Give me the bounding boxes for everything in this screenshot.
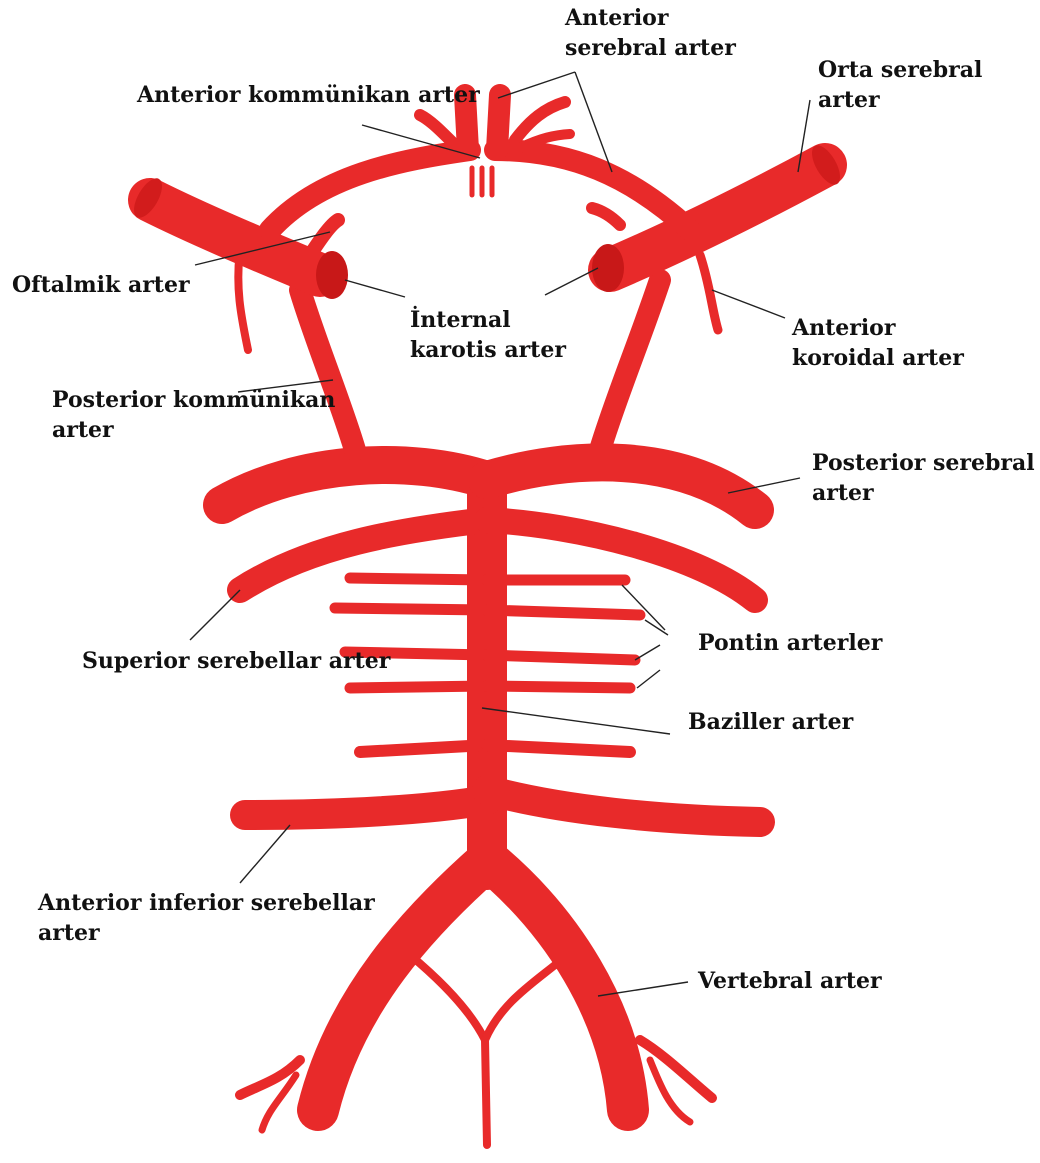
aica-left xyxy=(245,800,487,815)
pontine-artery xyxy=(350,578,487,580)
anterior-cerebral-right xyxy=(495,150,690,230)
label-pontin-text: Pontin arterler xyxy=(698,628,882,658)
superior-cerebellar-right xyxy=(487,520,755,600)
posterior-communicating-right xyxy=(600,280,660,450)
label-orta-serebral-line2: arter xyxy=(818,85,982,115)
label-anterior-kommunikan-text: Anterior kommünikan arter xyxy=(137,80,480,110)
label-superior-serebellar-arter: Superior serebellar arter xyxy=(82,646,390,676)
label-anterior-serebral-line2: serebral arter xyxy=(565,33,736,63)
label-anterior-serebral-line1: Anterior xyxy=(565,3,736,33)
label-posterior-serebral-line2: arter xyxy=(812,478,1035,508)
ophthalmic-branch-left xyxy=(310,220,338,255)
leader-aica xyxy=(240,825,290,883)
label-posterior-kommunikan-line2: arter xyxy=(52,415,335,445)
leader-baziller xyxy=(482,708,670,734)
leader-superior-serebellar xyxy=(190,590,240,640)
label-vertebral-text: Vertebral arter xyxy=(698,966,882,996)
posterior-cerebral-left xyxy=(222,465,487,505)
label-baziller-arter: Baziller arter xyxy=(688,707,853,737)
leader-pontin-1 xyxy=(622,585,665,630)
label-oftalmik-text: Oftalmik arter xyxy=(12,270,190,300)
aica-right xyxy=(487,790,760,822)
label-superior-serebellar-text: Superior serebellar arter xyxy=(82,646,390,676)
label-internal-karotis-line1: İnternal xyxy=(410,305,566,335)
label-oftalmik-arter: Oftalmik arter xyxy=(12,270,190,300)
pontine-artery xyxy=(335,608,487,610)
label-orta-serebral-line1: Orta serebral xyxy=(818,55,982,85)
aca-stem-right xyxy=(497,95,500,150)
leader-internal-karotis-right xyxy=(545,268,598,295)
leader-anterior-koroidal xyxy=(712,290,785,318)
anterior-spinal-left xyxy=(410,955,485,1040)
leader-pontin-4 xyxy=(637,670,660,688)
label-anterior-inferior-serebellar-arter: Anterior inferior serebellar arter xyxy=(38,888,375,948)
pontine-artery xyxy=(487,686,630,688)
label-vertebral-arter: Vertebral arter xyxy=(698,966,882,996)
pontine-artery xyxy=(487,610,640,615)
leader-anterior-serebral xyxy=(498,72,575,98)
anterior-choroidal-right-2 xyxy=(592,208,620,225)
label-internal-karotis-line2: karotis arter xyxy=(410,335,566,365)
label-pontin-arterler: Pontin arterler xyxy=(698,628,882,658)
posterior-cerebral-right xyxy=(487,462,755,510)
label-posterior-kommunikan-line1: Posterior kommünikan xyxy=(52,385,335,415)
aca-branch-left xyxy=(420,115,455,145)
label-aica-line1: Anterior inferior serebellar xyxy=(38,888,375,918)
pontine-artery xyxy=(360,745,487,752)
label-baziller-text: Baziller arter xyxy=(688,707,853,737)
label-internal-karotis-arter: İnternal karotis arter xyxy=(410,305,566,365)
pontine-artery xyxy=(487,655,635,660)
label-posterior-kommunikan-arter: Posterior kommünikan arter xyxy=(52,385,335,445)
leader-internal-karotis-left xyxy=(345,280,405,297)
label-posterior-serebral-line1: Posterior serebral xyxy=(812,448,1035,478)
label-anterior-koroidal-line2: koroidal arter xyxy=(792,343,964,373)
vertebral-artery-right xyxy=(488,860,628,1110)
leader-pontin-3 xyxy=(635,645,660,660)
leader-pontin-2 xyxy=(645,620,668,635)
label-anterior-kommunikan-arter: Anterior kommünikan arter xyxy=(137,80,480,110)
anterior-communicating-artery xyxy=(472,168,492,195)
label-anterior-koroidal-arter: Anterior koroidal arter xyxy=(792,313,964,373)
pontine-artery xyxy=(350,686,487,688)
label-posterior-serebral-arter: Posterior serebral arter xyxy=(812,448,1035,508)
anterior-choroidal-right xyxy=(700,255,718,330)
label-anterior-serebral-arter: Anterior serebral arter xyxy=(565,3,736,63)
pontine-artery xyxy=(487,745,630,752)
anterior-spinal-right xyxy=(485,965,555,1040)
label-aica-line2: arter xyxy=(38,918,375,948)
anterior-cerebral-left xyxy=(270,150,470,230)
label-anterior-koroidal-line1: Anterior xyxy=(792,313,964,343)
anterior-spinal-trunk xyxy=(485,1040,487,1145)
label-orta-serebral-arter: Orta serebral arter xyxy=(818,55,982,115)
